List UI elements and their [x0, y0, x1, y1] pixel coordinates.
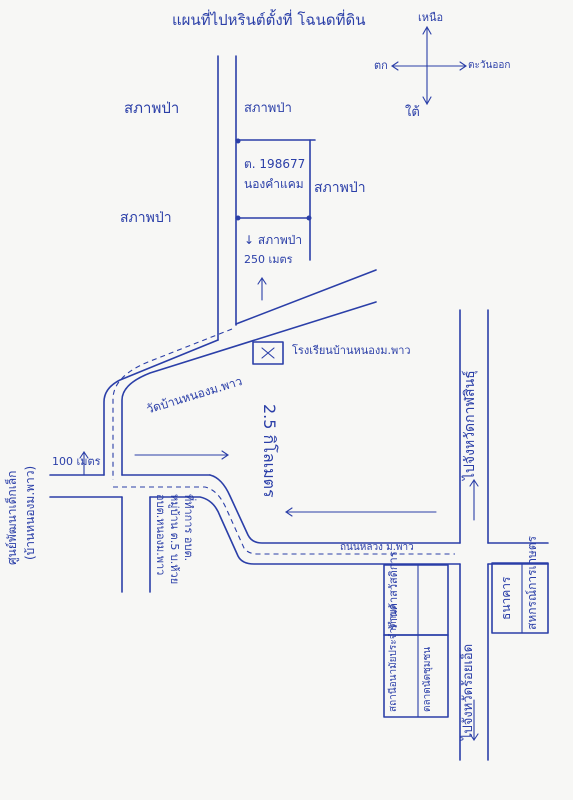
parcel-peg — [306, 215, 312, 221]
label-forest-left-top: สภาพป่า — [124, 99, 180, 117]
label-forest-below-parcel: ↓ สภาพป่า — [244, 233, 303, 247]
north-arrow — [469, 479, 479, 521]
compass-north-label: เหนือ — [418, 11, 444, 24]
distance-100m-arrow — [79, 451, 89, 476]
compass-east-label: ตะวันออก — [468, 60, 511, 71]
label-school: โรงเรียนบ้านหนองม.พาว — [292, 344, 411, 357]
parcel-peg — [235, 215, 241, 221]
road-west — [49, 474, 211, 593]
land-parcel — [235, 138, 316, 261]
label-left-building-2: (บ้านหนองม.พาว) — [23, 465, 37, 560]
label-distance-2-5km: 2.5 กิโลเมตร — [260, 404, 279, 498]
label-road-name: ถนนหลวง ม.พาว — [340, 542, 414, 553]
label-road-to-kalasin: ไปจังหวัดกาฬสินธุ์ — [462, 370, 478, 480]
label-deed-number: ต. 198677 — [244, 157, 306, 171]
label-shop-2: สถานีอนามัยประจำตำบล — [388, 603, 399, 712]
label-village-office-1: ที่ทำการ อบต. — [182, 494, 195, 562]
label-road-to-roiet: ไปจังหวัดร้อยเอ็ด — [461, 643, 476, 740]
road-north — [217, 55, 237, 341]
label-shop-5: สหกรณ์การเกษตร — [525, 535, 539, 630]
label-deed-owner: นองคำแคม — [244, 177, 304, 191]
label-forest-left-mid: สภาพป่า — [120, 210, 172, 226]
compass-north-arrow — [422, 25, 432, 35]
label-village-office-2: หมู่บ้าน ต.5 บ.ห้วย — [168, 494, 181, 585]
label-village-office-3: อบต.หนองม.พาว — [154, 494, 167, 576]
road-diagonal — [103, 269, 377, 480]
label-forest-top-right: สภาพป่า — [244, 101, 292, 116]
compass-west-label: ตก — [374, 59, 388, 72]
label-shop-3: ตลาดนัดชุมชน — [422, 646, 433, 712]
compass-east-arrow — [459, 61, 467, 71]
building-block-south — [383, 634, 449, 718]
label-forest-parcel-right: สภาพป่า — [314, 180, 366, 196]
label-left-building-1: ศูนย์พัฒนาเด็กเล็ก — [5, 470, 19, 565]
label-distance-below-parcel: 250 เมตร — [244, 253, 293, 266]
map-title: แผนที่ไปหรินต์ตั้งที่ โฉนดที่ดิน — [172, 11, 366, 29]
label-shop-4: ธนาคาร — [499, 576, 513, 620]
up-arrow — [257, 277, 267, 301]
school-symbol — [252, 341, 284, 365]
label-distance-100m: 100 เมตร — [52, 455, 101, 468]
building-block-east — [491, 562, 549, 634]
left-arrow — [285, 507, 437, 517]
compass-rose — [391, 25, 467, 106]
parcel-peg — [235, 138, 241, 144]
road-main — [113, 309, 549, 761]
compass-south-label: ใต้ — [405, 105, 420, 120]
south-arrow — [469, 699, 479, 741]
compass-west-arrow — [391, 61, 399, 71]
temple-arrow — [134, 450, 229, 460]
compass-south-arrow — [422, 96, 432, 106]
